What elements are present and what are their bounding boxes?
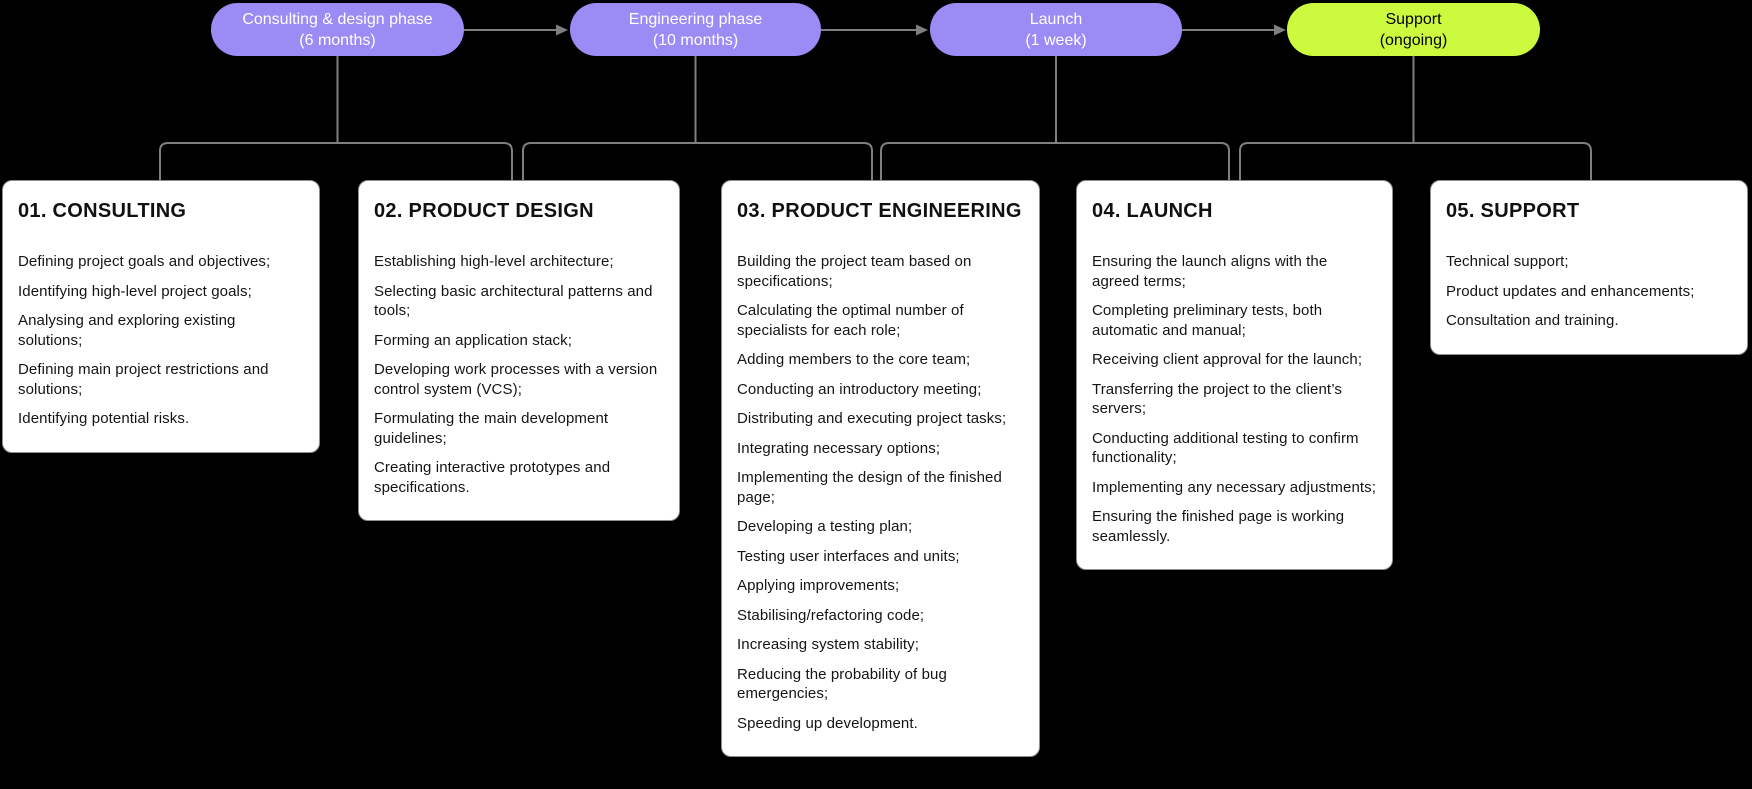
card-title: 01. CONSULTING — [18, 200, 187, 222]
card-item: Conducting additional testing to confirm… — [1092, 429, 1359, 467]
card-item: Implementing the design of the finished … — [737, 469, 1002, 506]
card-item: Technical support; — [1446, 253, 1569, 270]
phase-name: Launch — [1029, 10, 1083, 28]
phase-duration: (ongoing) — [1379, 31, 1448, 49]
card-item: Ensuring the launch aligns with the agre… — [1092, 253, 1328, 290]
card-item: Building the project team based on speci… — [737, 253, 972, 290]
card-item: Formulating the main development guideli… — [374, 410, 609, 447]
card-title: 04. LAUNCH — [1092, 200, 1213, 222]
arrowhead-consulting-to-engineering-icon — [556, 24, 568, 36]
card-item: Developing work processes with a version… — [374, 361, 658, 398]
card-item: Transferring the project to the client’s… — [1092, 380, 1342, 418]
card-title: 05. SUPPORT — [1446, 200, 1580, 222]
card-item: Ensuring the finished page is working se… — [1092, 508, 1345, 545]
card-launch: 04. LAUNCH Ensuring the launch aligns wi… — [1076, 180, 1393, 570]
card-item: Conducting an introductory meeting; — [737, 380, 982, 398]
card-item: Distributing and executing project tasks… — [737, 410, 1007, 427]
card-item: Consultation and training. — [1446, 312, 1619, 329]
card-item: Selecting basic architectural patterns a… — [374, 282, 653, 320]
card-product-engineering: 03. PRODUCT ENGINEERING Building the pro… — [721, 180, 1040, 757]
card-item: Analysing and exploring existing solutio… — [18, 312, 236, 349]
phase-pill-consulting-design: Consulting & design phase (6 months) — [211, 3, 464, 56]
card-item: Stabilising/refactoring code; — [737, 606, 925, 624]
phase-duration: (1 week) — [1025, 31, 1087, 49]
card-product-design: 02. PRODUCT DESIGN Establishing high-lev… — [358, 180, 680, 521]
card-item: Implementing any necessary adjustments; — [1092, 478, 1377, 496]
phase-name: Support — [1385, 10, 1442, 28]
card-item: Developing a testing plan; — [737, 518, 913, 535]
card-title: 02. PRODUCT DESIGN — [374, 200, 594, 222]
card-item: Receiving client approval for the launch… — [1092, 351, 1363, 368]
card-item: Defining main project restrictions and s… — [18, 361, 269, 398]
phase-duration: (6 months) — [299, 31, 376, 49]
card-item: Speeding up development. — [737, 714, 918, 732]
phase-pill-launch: Launch (1 week) — [930, 3, 1182, 56]
card-item: Increasing system stability; — [737, 636, 920, 653]
phase-name: Engineering phase — [628, 10, 763, 28]
card-item: Completing preliminary tests, both autom… — [1092, 302, 1323, 339]
bracket-engineering — [522, 142, 873, 181]
card-item: Reducing the probability of bug emergenc… — [737, 665, 947, 703]
card-item: Adding members to the core team; — [737, 351, 971, 368]
arrowhead-engineering-to-launch-icon — [916, 24, 928, 36]
bracket-support — [1239, 142, 1592, 181]
card-title: 03. PRODUCT ENGINEERING — [737, 200, 1022, 222]
arrowhead-launch-to-support-icon — [1274, 24, 1286, 36]
bracket-consulting-design — [159, 142, 513, 181]
card-item: Applying improvements; — [737, 577, 900, 594]
bracket-launch — [880, 142, 1230, 181]
phase-pill-engineering: Engineering phase (10 months) — [570, 3, 821, 56]
phase-duration: (10 months) — [652, 31, 739, 49]
card-item: Defining project goals and objectives; — [18, 253, 271, 270]
card-item: Identifying potential risks. — [18, 410, 190, 427]
phase-name: Consulting & design phase — [242, 10, 433, 28]
card-consulting: 01. CONSULTING Defining project goals an… — [2, 180, 320, 453]
card-item: Integrating necessary options; — [737, 439, 941, 457]
phase-pill-support: Support (ongoing) — [1287, 3, 1540, 56]
card-item: Identifying high-level project goals; — [18, 282, 252, 300]
card-support: 05. SUPPORT Technical support; Product u… — [1430, 180, 1748, 355]
card-item: Creating interactive prototypes and spec… — [374, 459, 611, 496]
card-item: Testing user interfaces and units; — [737, 547, 960, 565]
card-item: Forming an application stack; — [374, 331, 572, 349]
card-item: Calculating the optimal number of specia… — [737, 302, 964, 339]
card-item: Establishing high-level architecture; — [374, 253, 614, 270]
card-item: Product updates and enhancements; — [1446, 282, 1695, 300]
